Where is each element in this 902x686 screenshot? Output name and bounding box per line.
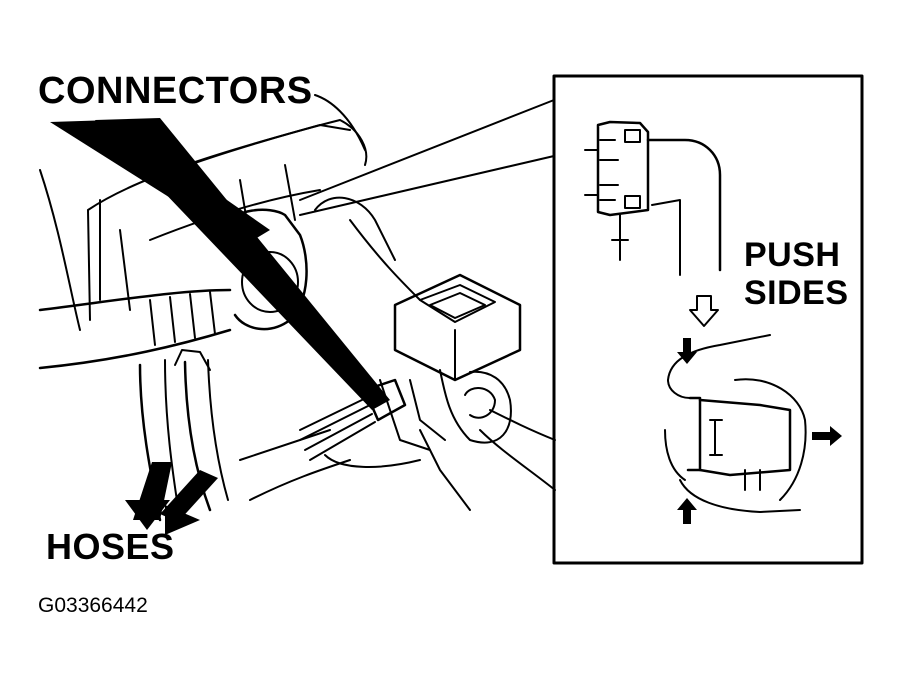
hose-right [183, 360, 212, 512]
inset-connector-top [596, 120, 650, 217]
main-hose-top [38, 288, 232, 312]
lower-connector [363, 378, 407, 422]
push-sides-label-line1: PUSH [744, 236, 841, 274]
engine-outline [39, 169, 81, 331]
upper-connector [228, 208, 308, 331]
push-arrow-bottom [677, 498, 697, 524]
inset-connector-bottom [686, 396, 702, 472]
sensor-block [393, 273, 522, 382]
push-arrow-top [677, 338, 697, 364]
inset-leader-top [299, 99, 555, 201]
hoses-label: HOSES [46, 526, 175, 567]
inset-leader-bottom [299, 155, 555, 216]
push-sides-label: PUSH SIDES [744, 236, 849, 312]
connectors-label: CONNECTORS [38, 70, 313, 112]
push-sides-label-line2: SIDES [744, 274, 849, 312]
hoses-arrow-right [160, 470, 218, 522]
figure-id: G03366442 [38, 594, 148, 617]
inset-down-arrow [689, 295, 719, 327]
main-hose-bottom [38, 328, 232, 370]
connectors-pointer-lower [95, 118, 390, 410]
pull-arrow-right [812, 426, 842, 446]
detail-inset-box [552, 74, 864, 565]
